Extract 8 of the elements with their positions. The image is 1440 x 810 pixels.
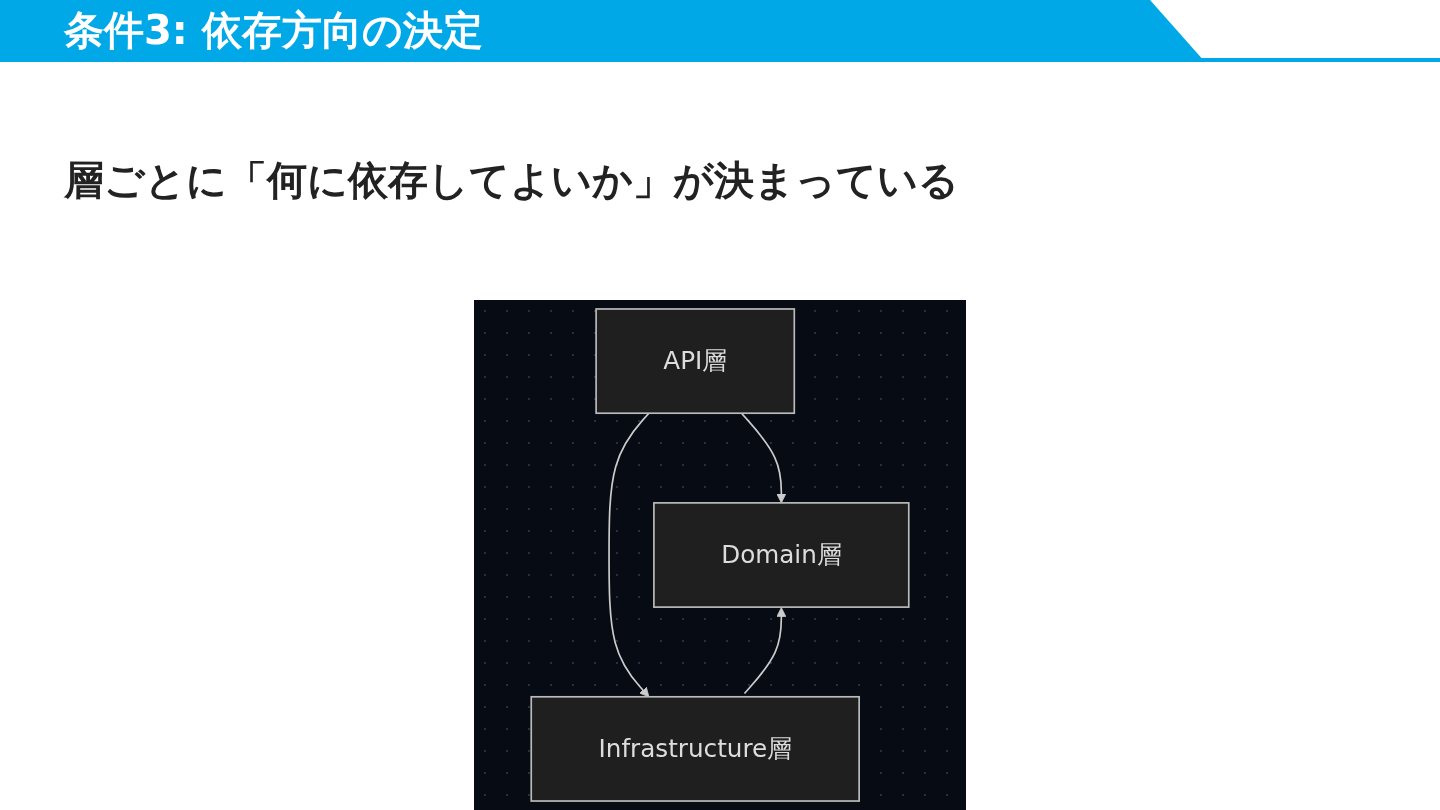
node-box: Domain層 bbox=[653, 502, 910, 608]
subtitle: 層ごとに「何に依存してよいか」が決まっている bbox=[64, 156, 959, 205]
arrow bbox=[740, 412, 787, 504]
arrow bbox=[743, 607, 787, 695]
node-box: API層 bbox=[595, 308, 796, 415]
slide-title: 条件3: 依存方向の決定 bbox=[64, 6, 483, 55]
arrow bbox=[608, 412, 650, 698]
node-box: Infrastructure層 bbox=[530, 695, 860, 802]
